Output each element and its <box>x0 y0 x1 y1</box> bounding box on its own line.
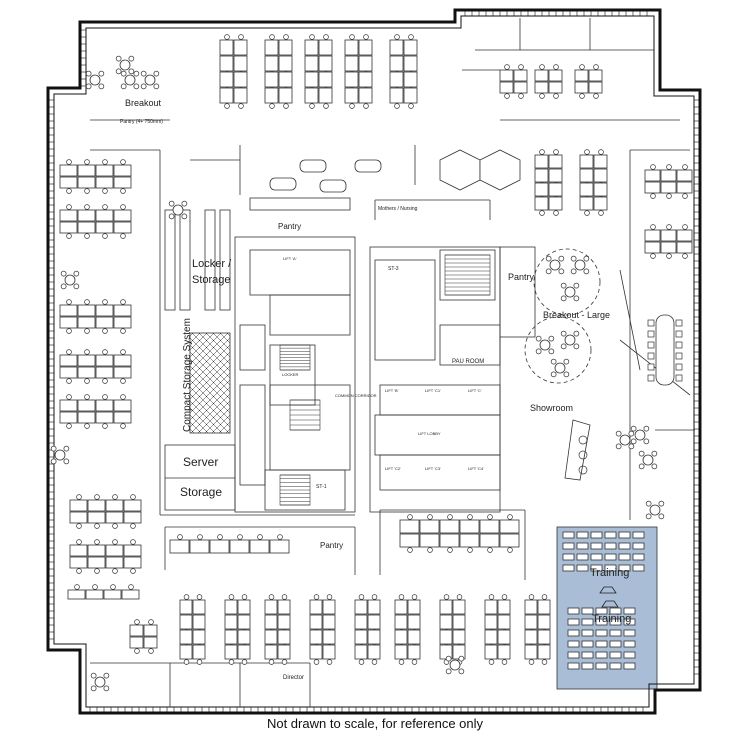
workstations <box>59 34 693 670</box>
label-director: Director <box>283 675 304 681</box>
room-labels: Breakout Pantry (4+ 750mm) Pantry Pantry… <box>120 98 631 681</box>
label-locker: Locker / <box>192 258 232 270</box>
label-lift-c3: LIFT 'C3' <box>425 466 441 471</box>
label-compact-storage: Compact Storage System <box>182 318 193 432</box>
label-locker-small: LOCKER <box>282 372 299 377</box>
label-st1: ST-1 <box>316 484 327 490</box>
label-breakout: Breakout <box>125 98 162 108</box>
conference-table <box>655 314 675 386</box>
label-pau-room: PAU ROOM <box>452 359 484 365</box>
pantry-counter <box>249 197 351 211</box>
label-common-corridor: COMMON CORRIDOR <box>335 393 377 398</box>
footnote: Not drawn to scale, for reference only <box>266 716 484 731</box>
stairs <box>279 254 491 506</box>
label-storage-bottom: Storage <box>180 485 222 499</box>
label-training-2: Training <box>592 613 631 625</box>
label-server: Server <box>183 455 218 469</box>
label-st3: ST-3 <box>388 266 399 272</box>
label-lift-b: LIFT 'B' <box>385 388 399 393</box>
compact-storage-hatch <box>189 332 231 434</box>
outer-wall <box>46 8 702 715</box>
label-pantry-right: Pantry <box>508 272 535 282</box>
locker-storage-shelves <box>164 209 231 311</box>
label-mothers-nursing: Mothers / Nursing <box>378 206 418 212</box>
label-lift-c4: LIFT 'C4' <box>468 466 484 471</box>
showroom-display <box>564 419 591 481</box>
label-storage-top: Storage <box>192 274 231 286</box>
label-training-1: Training <box>590 567 629 579</box>
label-pantry-top-left: Pantry (4+ 750mm) <box>120 119 163 125</box>
label-lift-c1: LIFT 'C1' <box>425 388 441 393</box>
label-pantry-bottom: Pantry <box>320 541 343 550</box>
label-lift-c2: LIFT 'C2' <box>385 466 401 471</box>
training-marker-icon <box>599 586 617 594</box>
label-lift-c: LIFT 'C' <box>468 388 482 393</box>
label-pantry-center: Pantry <box>278 222 301 231</box>
breakout-large-circles <box>524 248 601 384</box>
label-lift-a: LIFT 'A' <box>283 256 297 261</box>
server-room-outline <box>164 444 236 511</box>
label-lift-lobby: LIFT LOBBY <box>418 431 441 436</box>
label-showroom: Showroom <box>530 403 573 413</box>
label-breakout-large: Breakout - Large <box>543 310 610 320</box>
training-marker-icon <box>601 600 619 608</box>
breakout-tables <box>50 55 665 692</box>
